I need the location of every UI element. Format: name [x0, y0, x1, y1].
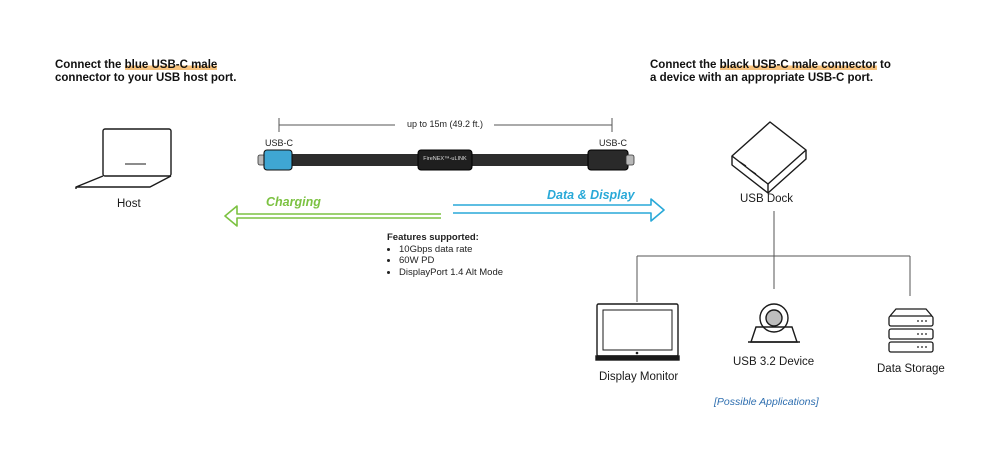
- length-dimension: [278, 118, 613, 132]
- left-connector-label: USB-C: [265, 138, 294, 148]
- right-instruction: Connect the black USB-C male connector t…: [650, 59, 950, 85]
- possible-applications-label: [Possible Applications]: [714, 396, 819, 408]
- right-connector-label: USB-C: [599, 138, 628, 148]
- monitor-label: Display Monitor: [599, 371, 679, 383]
- feature-item: 60W PD: [399, 255, 503, 267]
- connection-lines: [636, 211, 911, 302]
- laptop-icon: [75, 128, 172, 189]
- right-instruction-suffix: to: [876, 59, 891, 71]
- charging-label: Charging: [266, 195, 321, 209]
- charging-arrow: [224, 205, 441, 227]
- host-label: Host: [117, 198, 141, 210]
- usb-device-label: USB 3.2 Device: [733, 356, 815, 368]
- left-instruction: Connect the blue USB-C male connector to…: [55, 59, 255, 85]
- usb-dock-icon: [731, 121, 807, 194]
- left-instruction-highlight: blue USB-C male: [124, 59, 218, 71]
- features-title: Features supported:: [387, 232, 479, 243]
- blue-connector: [263, 149, 293, 171]
- data-display-label: Data & Display: [547, 188, 635, 202]
- storage-label: Data Storage: [877, 363, 945, 375]
- right-instruction-highlight: black USB-C male connector: [719, 59, 877, 71]
- left-instruction-prefix: Connect the: [55, 59, 125, 71]
- dock-label: USB Dock: [740, 193, 794, 205]
- monitor-icon: [595, 303, 680, 361]
- usb-c-cable: [257, 149, 635, 171]
- cable-brand-label: FireNEX™-uLINK: [423, 156, 467, 162]
- right-instruction-rest: a device with an appropriate USB-C port.: [650, 72, 874, 84]
- features-box: Features supported: 10Gbps data rate 60W…: [387, 232, 503, 278]
- camera-icon: [748, 303, 800, 343]
- length-label: up to 15m (49.2 ft.): [406, 119, 484, 129]
- feature-item: 10Gbps data rate: [399, 244, 503, 256]
- storage-icon: [888, 308, 934, 353]
- feature-item: DisplayPort 1.4 Alt Mode: [399, 267, 503, 279]
- data-display-arrow: [453, 198, 665, 222]
- right-instruction-prefix: Connect the: [650, 59, 720, 71]
- features-list: 10Gbps data rate 60W PD DisplayPort 1.4 …: [387, 244, 503, 279]
- black-connector: [587, 149, 629, 171]
- left-instruction-rest: connector to your USB host port.: [55, 72, 237, 84]
